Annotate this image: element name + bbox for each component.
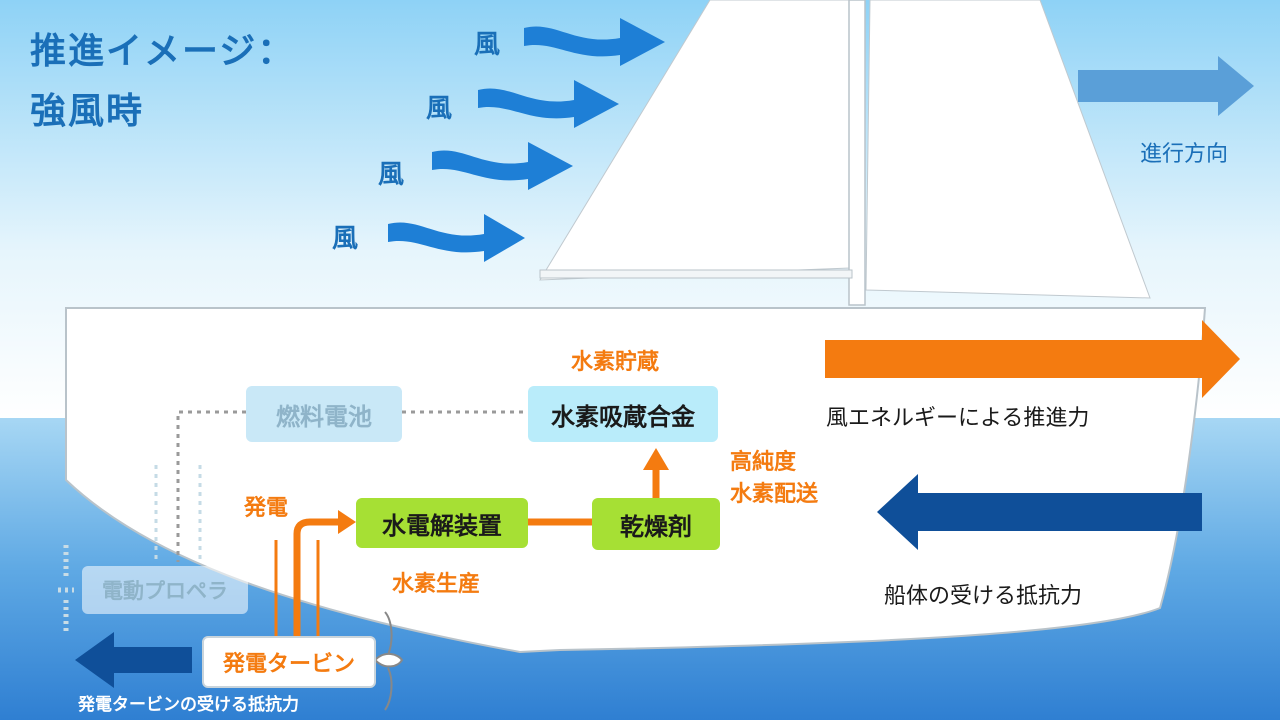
propeller-shaft <box>154 465 202 562</box>
desiccant-box: 乾燥剤 <box>592 498 720 550</box>
turbine-blade-bottom <box>384 667 393 711</box>
high-purity-label: 高純度 <box>730 450 797 475</box>
wind-label-3: 風 <box>378 160 405 190</box>
jib-sail <box>865 0 1151 299</box>
boom <box>539 269 853 279</box>
wind-arrow-3 <box>432 142 573 190</box>
wind-arrow-2 <box>478 80 619 128</box>
wind-label-1: 風 <box>474 30 501 60</box>
hydrogen-storage-alloy-box: 水素吸蔵合金 <box>528 386 718 442</box>
hull-drag-label: 船体の受ける抵抗力 <box>884 584 1083 609</box>
hydrogen-delivery-label: 水素配送 <box>730 482 819 507</box>
hull-drag-arrow <box>877 474 1202 550</box>
turbine-shaft <box>274 540 320 638</box>
wind-label-4: 風 <box>332 224 359 254</box>
wind-force-arrow <box>825 320 1240 398</box>
turbine-drag-arrow <box>75 632 192 688</box>
hydrogen-production-label: 水素生産 <box>392 572 481 597</box>
direction-label: 進行方向 <box>1140 142 1229 167</box>
page-title-line1: 推進イメージ： <box>30 31 296 72</box>
power-line <box>293 518 340 636</box>
electrolyzer-box: 水電解装置 <box>356 498 528 548</box>
direction-arrow <box>1078 56 1254 116</box>
propeller-blades <box>58 545 74 635</box>
electric-propeller-box: 電動プロペラ <box>82 566 248 614</box>
wind-label-2: 風 <box>426 94 453 124</box>
power-turbine-box: 発電タービン <box>202 636 376 688</box>
power-arrowhead <box>338 510 356 534</box>
desiccant-storage-arrowhead <box>643 448 669 470</box>
generation-label: 発電 <box>244 496 289 521</box>
turbine-blade-top <box>384 611 393 656</box>
turbine-blade-right <box>373 653 404 668</box>
wind-force-label: 風エネルギーによる推進力 <box>826 406 1090 431</box>
wind-arrow-4 <box>388 214 525 262</box>
page-title-line2: 強風時 <box>30 91 145 132</box>
fuel-cell-box: 燃料電池 <box>246 386 402 442</box>
storage-label: 水素貯蔵 <box>571 350 660 375</box>
mast <box>848 0 866 306</box>
wind-arrow-1 <box>524 18 665 66</box>
turbine-drag-label: 発電タービンの受ける抵抗力 <box>78 695 299 715</box>
